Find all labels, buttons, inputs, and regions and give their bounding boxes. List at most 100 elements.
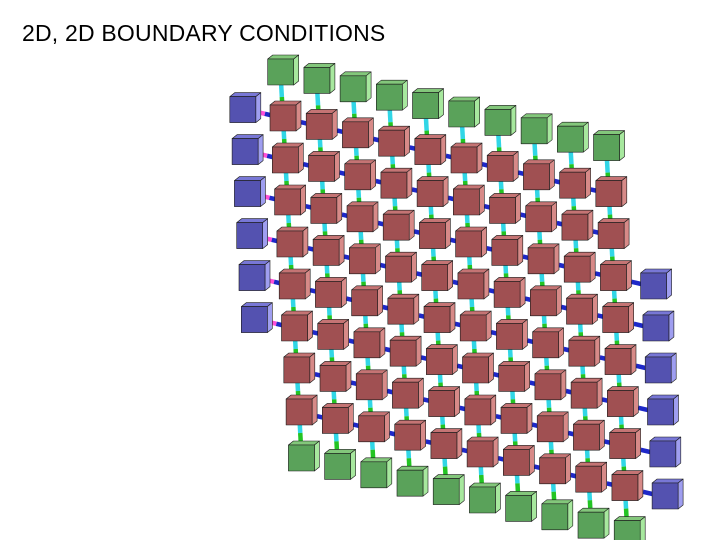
interior-block-face bbox=[525, 205, 553, 233]
interior-block bbox=[351, 285, 383, 317]
interior-block bbox=[283, 352, 316, 384]
top-boundary-block-side bbox=[329, 63, 336, 94]
interior-block bbox=[310, 193, 343, 224]
interior-block-side bbox=[311, 394, 318, 426]
top-boundary-block-face bbox=[520, 117, 548, 145]
right-boundary-block-face bbox=[647, 398, 674, 426]
interior-block-face bbox=[523, 163, 550, 191]
top-boundary-block-side bbox=[619, 130, 625, 161]
interior-block bbox=[308, 151, 340, 182]
interior-block-side bbox=[415, 335, 422, 367]
interior-block-side bbox=[562, 411, 569, 443]
interior-block bbox=[523, 159, 555, 191]
interior-block-face bbox=[344, 163, 372, 191]
interior-block-face bbox=[496, 323, 523, 350]
interior-block bbox=[570, 377, 603, 409]
interior-block-side bbox=[411, 251, 417, 283]
interior-block-face bbox=[539, 457, 566, 485]
interior-block bbox=[389, 335, 422, 367]
bottom-boundary-block-face bbox=[324, 453, 351, 480]
interior-block-face bbox=[462, 356, 489, 384]
interior-block-side bbox=[456, 428, 463, 459]
interior-block bbox=[425, 344, 458, 375]
bottom-boundary-block-side bbox=[422, 465, 429, 497]
bottom-boundary-block-face bbox=[505, 495, 532, 522]
interior-block-side bbox=[302, 226, 309, 258]
interior-block bbox=[421, 260, 454, 291]
interior-block bbox=[498, 361, 531, 392]
interior-block-side bbox=[345, 361, 352, 392]
top-boundary-block bbox=[593, 130, 625, 161]
interior-block-face bbox=[423, 306, 451, 333]
interior-block bbox=[378, 125, 410, 157]
top-boundary-block-side bbox=[438, 88, 444, 119]
interior-block-side bbox=[454, 386, 460, 417]
interior-block-face bbox=[563, 255, 591, 283]
interior-block bbox=[489, 193, 521, 224]
bottom-boundary-block bbox=[469, 482, 501, 514]
interior-block-side bbox=[304, 268, 311, 300]
interior-block-side bbox=[632, 386, 639, 417]
left-boundary-block-side bbox=[264, 260, 271, 291]
interior-block bbox=[609, 428, 641, 459]
top-boundary-block-side bbox=[474, 96, 481, 128]
interior-block-face bbox=[455, 230, 482, 258]
interior-block bbox=[563, 251, 596, 283]
interior-block bbox=[493, 277, 526, 308]
interior-block-face bbox=[493, 281, 521, 308]
bottom-boundary-block bbox=[360, 457, 393, 489]
left-boundary-block-side bbox=[266, 302, 273, 333]
interior-block-side bbox=[490, 394, 497, 426]
interior-block bbox=[525, 201, 558, 233]
top-boundary-block bbox=[484, 105, 517, 136]
interior-block-side bbox=[628, 302, 635, 333]
interior-block-side bbox=[370, 159, 377, 191]
interior-block-face bbox=[389, 339, 417, 367]
interior-block-side bbox=[307, 310, 313, 342]
interior-block-face bbox=[392, 381, 419, 409]
interior-block-face bbox=[425, 348, 453, 375]
interior-block-face bbox=[609, 432, 636, 459]
interior-block-side bbox=[295, 100, 302, 132]
interior-block-face bbox=[319, 365, 347, 392]
top-boundary-block-face bbox=[303, 67, 331, 94]
bottom-boundary-block-side bbox=[314, 440, 320, 472]
interior-block-side bbox=[512, 151, 519, 182]
right-boundary-block bbox=[642, 310, 675, 342]
interior-block-side bbox=[585, 167, 591, 199]
interior-block-side bbox=[488, 352, 494, 384]
left-boundary-block bbox=[231, 134, 264, 165]
interior-block bbox=[462, 352, 494, 384]
interior-block-side bbox=[483, 268, 490, 300]
interior-block bbox=[414, 134, 447, 165]
left-boundary-block bbox=[241, 302, 273, 333]
interior-block bbox=[457, 268, 490, 300]
interior-block bbox=[611, 470, 644, 501]
interior-block-face bbox=[351, 289, 378, 317]
interior-block bbox=[559, 167, 591, 199]
interior-block-face bbox=[486, 155, 514, 182]
interior-block-side bbox=[481, 226, 487, 258]
interior-block-face bbox=[271, 146, 299, 174]
interior-block-face bbox=[570, 381, 598, 409]
bottom-boundary-block-side bbox=[603, 507, 610, 539]
interior-block bbox=[561, 209, 594, 241]
interior-block bbox=[353, 327, 386, 359]
interior-block bbox=[536, 411, 569, 443]
interior-block-side bbox=[560, 369, 567, 401]
interior-block-face bbox=[283, 356, 311, 384]
interior-block bbox=[394, 419, 427, 451]
interior-block bbox=[285, 394, 318, 426]
interior-block-face bbox=[534, 373, 562, 401]
interior-block bbox=[491, 235, 524, 266]
interior-block-side bbox=[596, 377, 603, 409]
right-boundary-block bbox=[649, 436, 682, 468]
interior-block-face bbox=[568, 339, 596, 367]
interior-block bbox=[380, 167, 413, 199]
interior-block-side bbox=[485, 310, 492, 342]
left-boundary-block-side bbox=[255, 92, 262, 123]
interior-block-face bbox=[321, 407, 349, 434]
interior-block-side bbox=[551, 201, 558, 233]
interior-block bbox=[315, 277, 347, 308]
bottom-boundary-block-face bbox=[396, 469, 424, 497]
